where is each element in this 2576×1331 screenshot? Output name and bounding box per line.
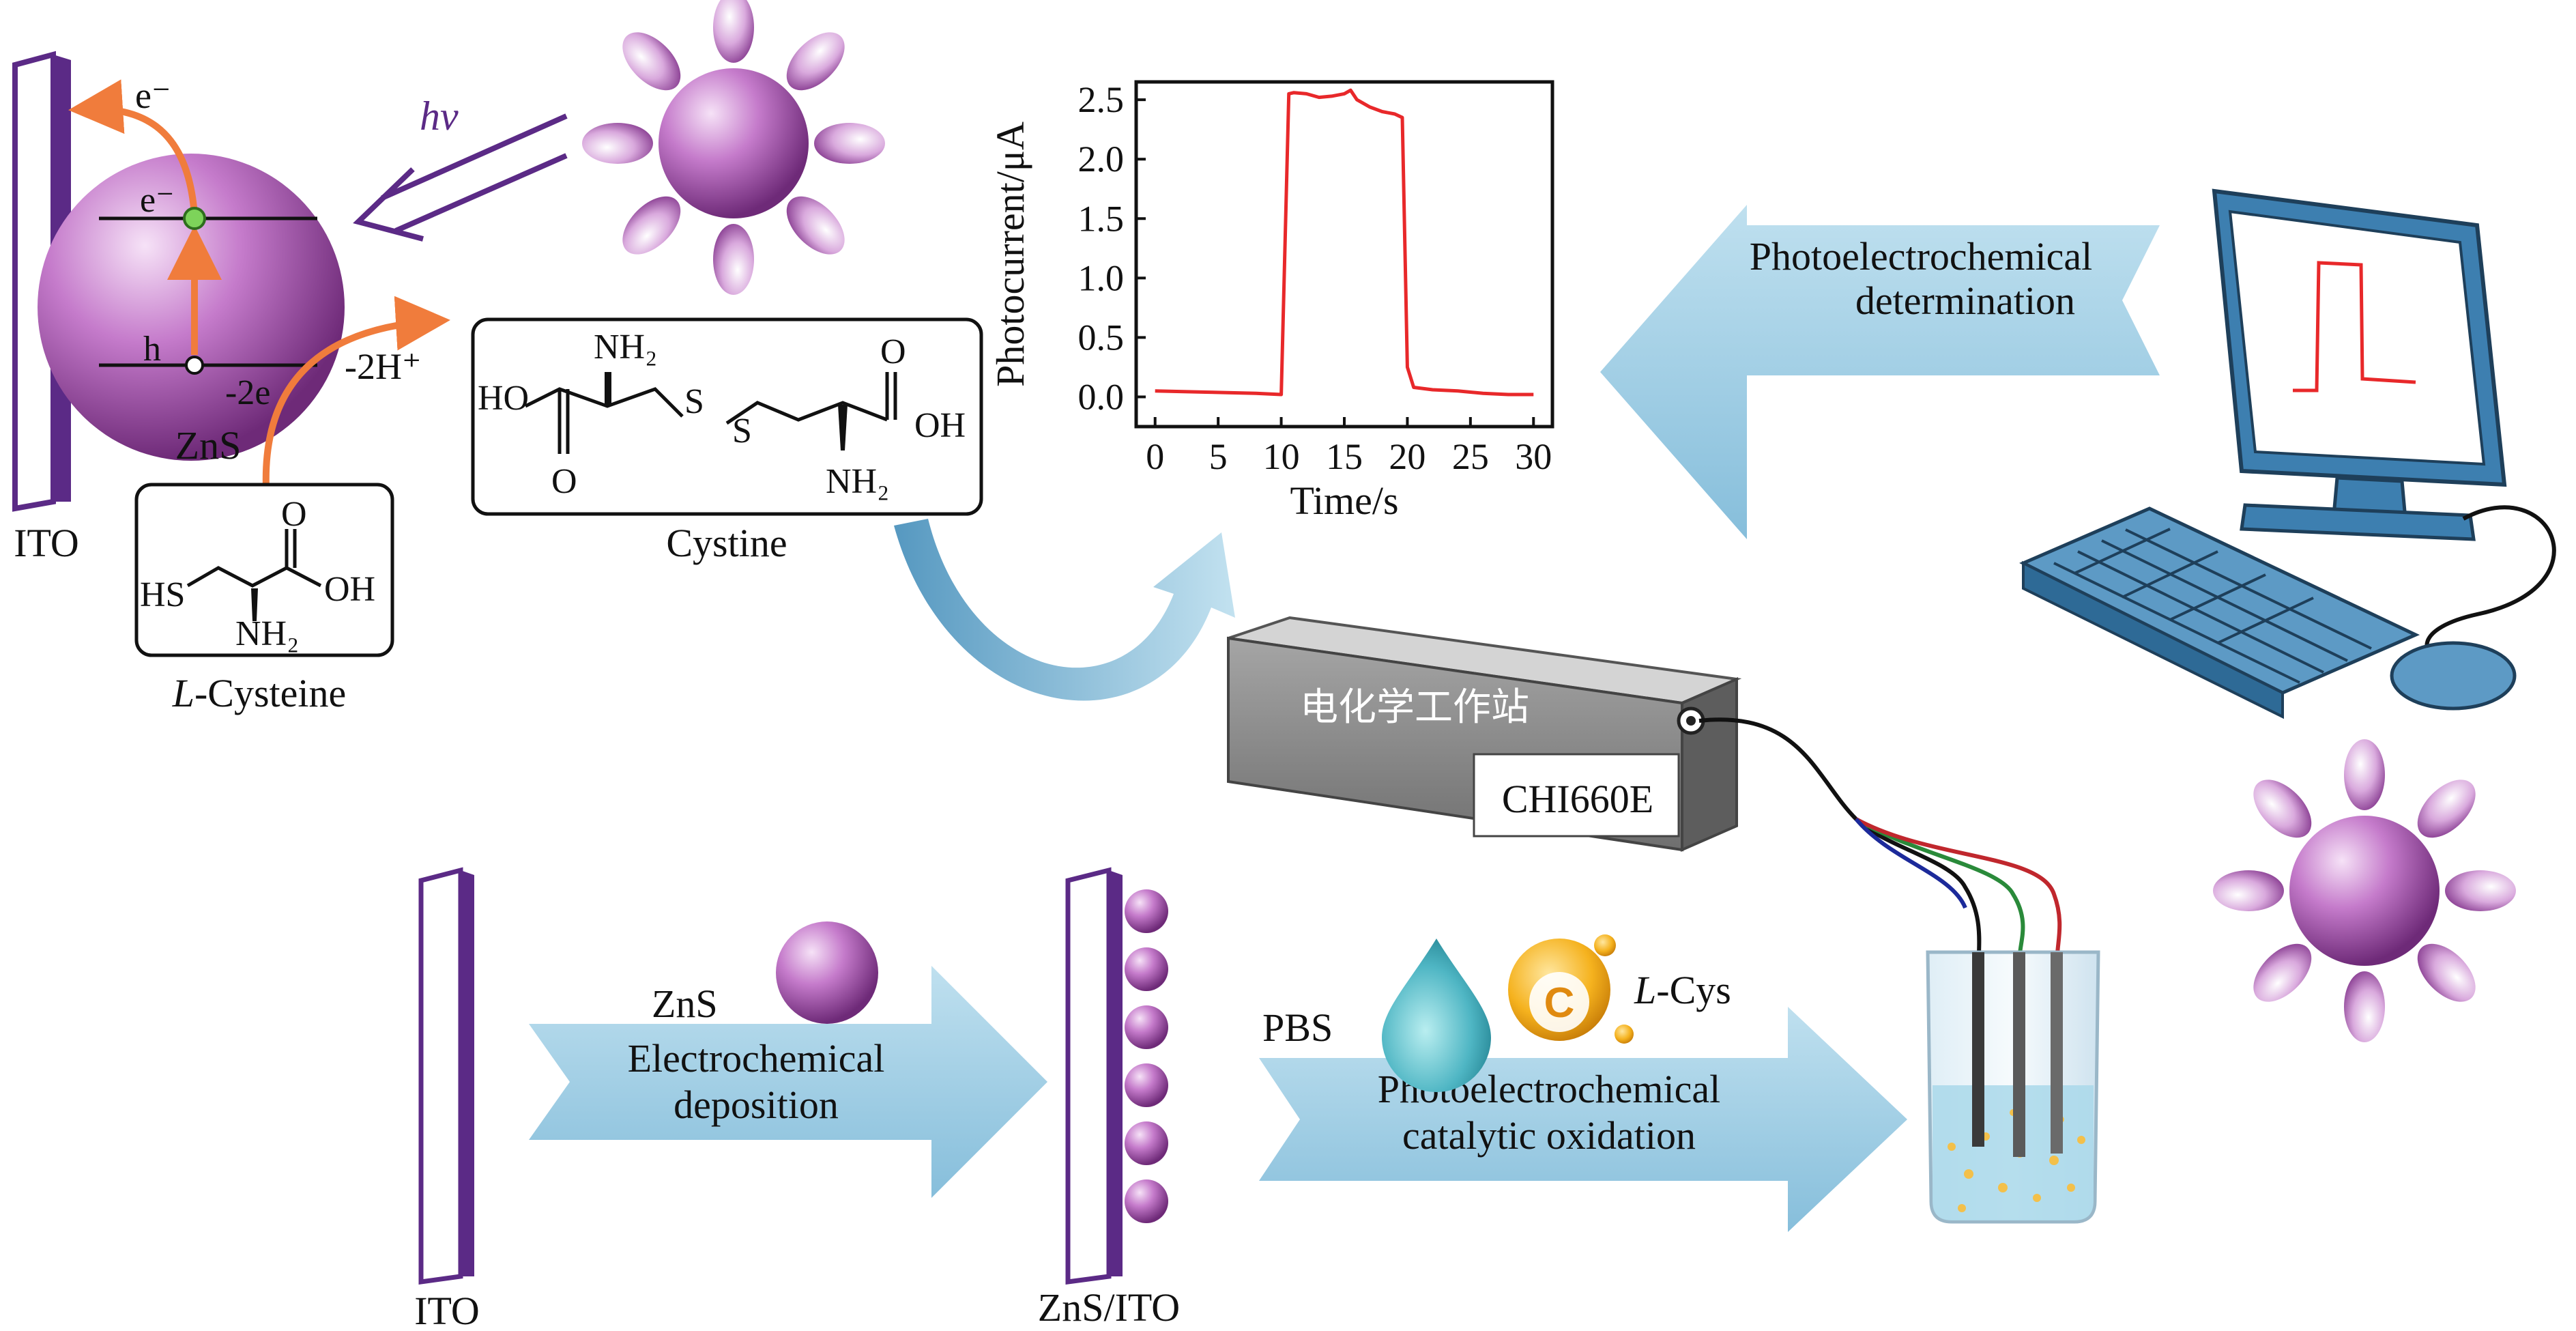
determination-text-2: determination	[1855, 278, 2075, 323]
electron-label-band: e⁻	[140, 181, 175, 220]
x-tick-label-5: 25	[1452, 436, 1489, 477]
ito-left-label: ITO	[14, 521, 79, 565]
cystine-o-top: O	[880, 332, 906, 371]
zns-ito-electrode	[1065, 867, 1168, 1285]
zns-ito-label: ZnS/ITO	[1038, 1285, 1180, 1330]
electron-transfer-arrow	[68, 79, 222, 375]
x-tick-label-0: 0	[1146, 436, 1164, 477]
cystine-oh: OH	[914, 406, 966, 445]
x-tick-label-6: 30	[1515, 436, 1552, 477]
cystine-label: Cystine	[666, 521, 787, 565]
zns-label: ZnS	[652, 982, 718, 1026]
cystine-nh2-bottom: NH₂	[826, 462, 889, 501]
workstation-model: CHI660E	[1502, 777, 1653, 821]
cysteine-nh2: NH₂	[235, 614, 299, 653]
electrodeposition-arrow	[529, 966, 1047, 1198]
zns-nanoparticle	[776, 921, 878, 1024]
y-tick-label-2: 1.0	[1078, 257, 1125, 298]
pbs-label: PBS	[1262, 1005, 1333, 1050]
vitamin-c-letter: C	[1544, 979, 1575, 1027]
l-cysteine-label: L-Cysteine	[172, 671, 347, 715]
chart-y-axis-label: Photocurrent/μA	[988, 121, 1032, 387]
chart-x-axis-label: Time/s	[1290, 478, 1398, 523]
curved-flow-arrow	[894, 519, 1235, 701]
catalytic-text-2: catalytic oxidation	[1402, 1113, 1696, 1158]
cysteine-oh: OH	[324, 570, 375, 609]
cysteine-hs: HS	[140, 575, 185, 614]
l-cysteine-text: -Cysteine	[194, 671, 346, 715]
light-arrow	[353, 113, 568, 242]
determination-text-1: Photoelectrochemical	[1750, 234, 2092, 278]
computer-icon	[2019, 188, 2556, 719]
cystine-s1: S	[684, 382, 704, 421]
determination-arrow	[1600, 205, 2160, 539]
cysteine-molecule	[134, 483, 394, 657]
zns-particle-label: ZnS	[175, 423, 242, 468]
electrodeposition-text-2: deposition	[674, 1083, 839, 1127]
electrochemical-workstation	[1227, 616, 1742, 853]
cystine-s2: S	[732, 412, 752, 450]
x-tick-label-1: 5	[1209, 436, 1228, 477]
x-tick-label-4: 20	[1389, 436, 1426, 477]
electron-label-top: e⁻	[135, 75, 171, 116]
l-cys-text: -Cys	[1656, 968, 1731, 1012]
y-tick-label-4: 2.0	[1078, 139, 1125, 180]
photocurrent-series-line	[1155, 88, 1534, 397]
vitamin-c-icon	[1508, 934, 1634, 1044]
ito-bottom-label: ITO	[414, 1289, 480, 1331]
y-tick-label-1: 0.5	[1078, 317, 1125, 358]
ito-electrode-bottom	[418, 867, 474, 1285]
minus-2e-label: -2e	[225, 373, 270, 412]
electron-dot	[183, 207, 206, 230]
x-tick-label-2: 10	[1263, 436, 1300, 477]
cystine-molecule	[471, 317, 983, 516]
hole-dot	[185, 356, 204, 375]
water-drop-icon	[1382, 939, 1491, 1092]
hole-label: h	[143, 330, 161, 369]
cysteine-o: O	[281, 495, 307, 534]
sun-icon-top	[582, 0, 885, 295]
cystine-nh2-top: NH₂	[594, 328, 657, 367]
electrode-cables	[1698, 717, 2062, 956]
y-tick-label-3: 1.5	[1078, 198, 1125, 239]
cystine-ho: HO	[478, 379, 529, 418]
sun-icon-bottom	[2213, 739, 2516, 1042]
y-tick-label-0: 0.0	[1078, 376, 1125, 417]
y-tick-label-5: 2.5	[1078, 79, 1125, 120]
hv-label: hv	[420, 94, 459, 139]
beaker-cell	[1926, 950, 2100, 1224]
workstation-name: 电化学工作站	[1300, 687, 1529, 729]
minus-2h-label: -2H⁺	[345, 346, 421, 387]
x-tick-label-3: 15	[1326, 436, 1363, 477]
cystine-o-bottom: O	[551, 462, 577, 501]
electrodeposition-text-1: Electrochemical	[628, 1036, 885, 1080]
l-cys-label: L-Cys	[1634, 968, 1731, 1012]
oxidation-arrow	[262, 296, 450, 489]
chart-frame	[1134, 80, 1554, 429]
